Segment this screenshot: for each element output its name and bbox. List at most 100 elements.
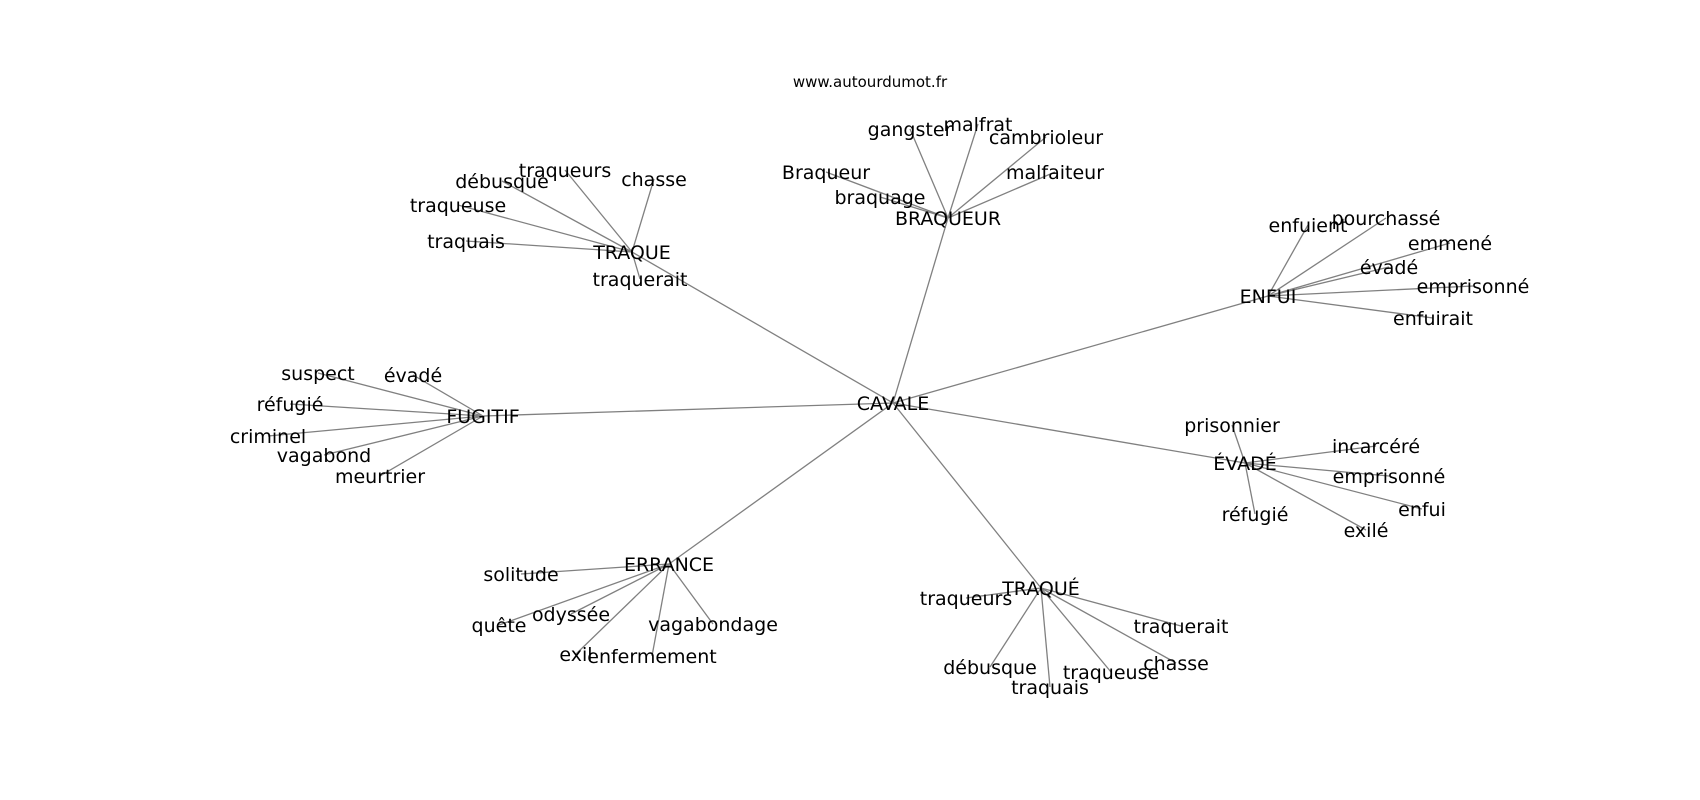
edge-hub-to-leaf: [465, 240, 633, 253]
leaf-node-label: réfugié: [257, 394, 324, 416]
center-node-label: CAVALE: [857, 393, 929, 415]
edge-hub-to-leaf: [651, 563, 670, 657]
edge-hub-to-leaf: [520, 563, 670, 575]
leaf-node-label: traquais: [1011, 677, 1089, 699]
leaf-node-label: évadé: [384, 365, 442, 387]
leaf-node-label: malfrat: [943, 114, 1012, 136]
edge-hub-to-leaf: [989, 587, 1042, 668]
edge-hub-to-leaf: [1267, 242, 1451, 297]
hub-node-label: ÉVADÉ: [1213, 452, 1276, 475]
hub-node-label: ERRANCE: [624, 554, 714, 576]
leaf-node-label: Braqueur: [782, 162, 870, 184]
leaf-node-label: gangster: [868, 119, 953, 141]
edge-hub-to-leaf: [317, 372, 484, 417]
leaf-node-label: évadé: [1360, 257, 1418, 279]
leaf-node-label: débusque: [455, 171, 549, 193]
leaf-node-label: vagabond: [277, 445, 371, 467]
edge-hub-to-leaf: [323, 415, 484, 456]
edge-hub-to-leaf: [1244, 462, 1256, 515]
labels: CAVALETRAQUEchassetraqueursdébusquetraqu…: [230, 114, 1530, 699]
leaf-node-label: traquerait: [593, 269, 688, 291]
edge-hub-to-leaf: [267, 415, 484, 437]
edge-hub-to-leaf: [1244, 445, 1377, 464]
leaf-node-label: chasse: [621, 169, 687, 191]
leaf-node-label: odyssée: [532, 604, 610, 626]
edge-hub-to-leaf: [1244, 462, 1390, 477]
edge-hub-to-leaf: [1040, 587, 1177, 664]
leaf-node-label: traquerait: [1134, 616, 1229, 638]
edge-hub-to-leaf: [879, 196, 949, 219]
hub-node-label: FUGITIF: [446, 406, 519, 428]
leaf-node-label: débusque: [943, 657, 1037, 679]
edge-hub-to-leaf: [457, 204, 633, 253]
leaf-node-label: cambrioleur: [989, 127, 1103, 149]
leaf-node-label: emprisonné: [1333, 466, 1446, 488]
leaf-node-label: incarcéré: [1332, 436, 1420, 458]
edge-hub-to-leaf: [1267, 217, 1387, 297]
edge-center-to-hub: [668, 402, 894, 565]
edge-hub-to-leaf: [909, 128, 949, 219]
edge-hub-to-leaf: [631, 251, 641, 280]
edge-center-to-hub: [892, 295, 1269, 404]
source-credit: www.autourdumot.fr: [793, 73, 948, 91]
hub-node-label: TRAQUE: [592, 242, 671, 264]
edge-hub-to-leaf: [1244, 462, 1423, 510]
hub-node-label: BRAQUEUR: [895, 208, 1001, 230]
edge-center-to-hub: [892, 402, 1042, 589]
edge-hub-to-leaf: [575, 563, 670, 655]
leaf-node-label: enfuirait: [1393, 308, 1473, 330]
leaf-node-label: emprisonné: [1417, 276, 1530, 298]
edge-hub-to-leaf: [825, 171, 949, 219]
hub-node-label: ENFUI: [1240, 286, 1297, 308]
edge-hub-to-leaf: [379, 415, 484, 477]
edge-center-to-hub: [482, 402, 894, 417]
leaf-node-label: traqueuse: [1063, 662, 1159, 684]
leaf-node-label: traqueurs: [920, 588, 1012, 610]
edge-center-to-hub: [892, 217, 949, 404]
leaf-node-label: emmené: [1408, 233, 1492, 255]
edge-hub-to-leaf: [289, 403, 484, 417]
edge-hub-to-leaf: [1040, 587, 1182, 627]
leaf-node-label: suspect: [281, 363, 355, 385]
edge-hub-to-leaf: [1267, 224, 1309, 297]
edge-hub-to-leaf: [947, 171, 1056, 219]
edge-hub-to-leaf: [498, 563, 670, 626]
edge-hub-to-leaf: [412, 374, 484, 417]
edge-hub-to-leaf: [947, 136, 1047, 219]
leaf-node-label: enfui: [1398, 499, 1446, 521]
leaf-node-label: solitude: [483, 564, 558, 586]
edge-hub-to-leaf: [1231, 424, 1246, 464]
leaf-node-label: traqueurs: [519, 160, 611, 182]
leaf-node-label: braquage: [834, 187, 925, 209]
leaf-node-label: traqueuse: [410, 195, 506, 217]
edge-hub-to-leaf: [947, 123, 979, 219]
edge-hub-to-leaf: [1040, 587, 1112, 673]
edge-hub-to-leaf: [668, 563, 714, 625]
edge-hub-to-leaf: [1267, 295, 1434, 319]
edge-hub-to-leaf: [965, 587, 1042, 599]
edge-hub-to-leaf: [501, 180, 633, 253]
leaf-node-label: traquais: [427, 231, 505, 253]
edge-center-to-hub: [631, 251, 894, 404]
edge-center-to-hub: [892, 402, 1246, 464]
leaf-node-label: exil: [559, 644, 592, 666]
leaf-node-label: enfuient: [1269, 215, 1348, 237]
edge-hub-to-leaf: [631, 178, 655, 253]
hub-node-label: TRAQUÉ: [1001, 577, 1080, 600]
leaf-node-label: chasse: [1143, 653, 1209, 675]
leaf-node-label: prisonnier: [1184, 415, 1280, 437]
edge-hub-to-leaf: [564, 169, 633, 253]
leaf-node-label: quête: [472, 615, 527, 637]
leaf-node-label: criminel: [230, 426, 306, 448]
leaf-node-label: malfaiteur: [1006, 162, 1104, 184]
edge-hub-to-leaf: [1040, 587, 1051, 688]
edge-hub-to-leaf: [1244, 462, 1367, 531]
edge-hub-to-leaf: [570, 563, 670, 615]
edges: [267, 123, 1474, 688]
leaf-node-label: pourchassé: [1332, 208, 1441, 230]
leaf-node-label: enfermement: [587, 646, 716, 668]
edge-hub-to-leaf: [1267, 285, 1474, 297]
leaf-node-label: meurtrier: [335, 466, 425, 488]
leaf-node-label: réfugié: [1222, 504, 1289, 526]
